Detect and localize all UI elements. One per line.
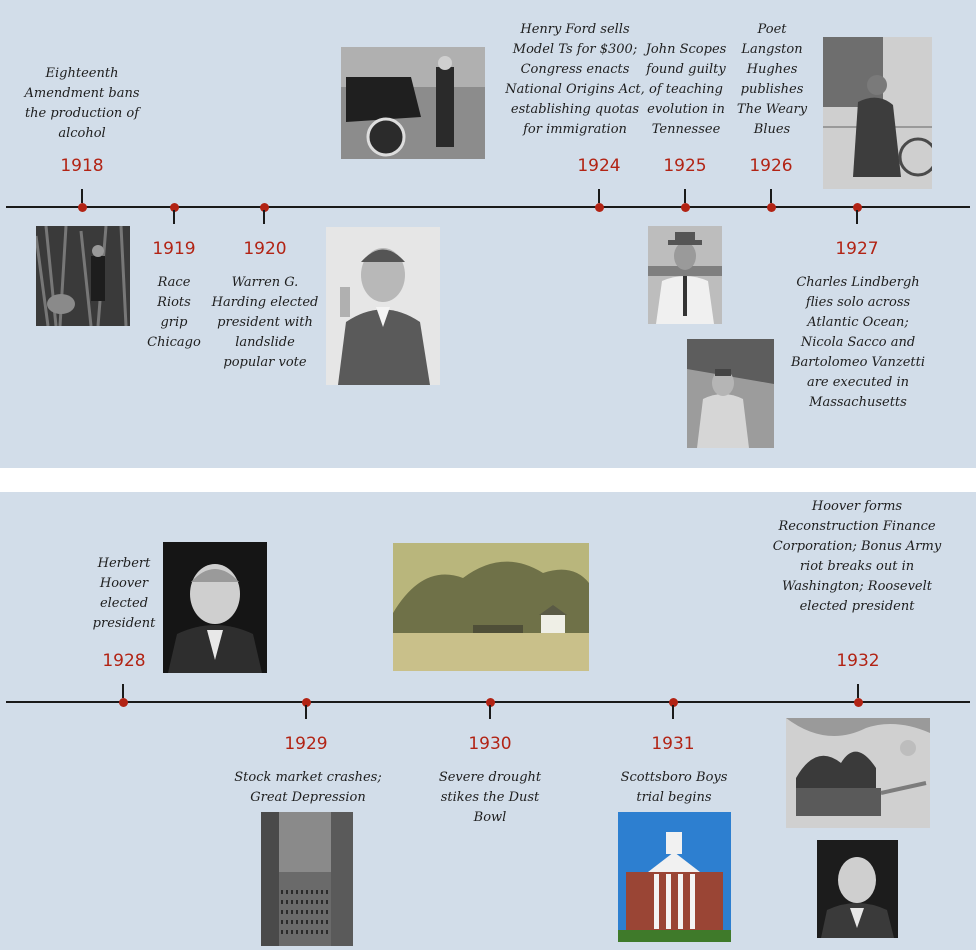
- marker-1924: [595, 203, 604, 212]
- tick-1932: [857, 684, 859, 698]
- year-1920: 1920: [243, 239, 287, 259]
- year-1918: 1918: [60, 156, 104, 176]
- year-1919: 1919: [152, 239, 196, 259]
- year-1924: 1924: [577, 156, 621, 176]
- photo-henry-ford-model-t: [341, 47, 485, 159]
- marker-1926: [767, 203, 776, 212]
- photo-bonus-army-fire: [786, 718, 930, 828]
- event-1920: Warren G. Harding elected president with…: [211, 275, 319, 370]
- event-1929: Stock market crashes; Great Depression: [234, 770, 382, 805]
- event-1918: Eighteenth Amendment bans the production…: [24, 66, 140, 141]
- photo-john-scopes: [648, 226, 722, 324]
- tick-1924: [598, 189, 600, 203]
- tick-1929: [305, 705, 307, 719]
- year-1931: 1931: [651, 734, 695, 754]
- photo-herbert-hoover: [163, 542, 267, 673]
- timeline-axis: [6, 206, 970, 208]
- year-1925: 1925: [663, 156, 707, 176]
- year-1926: 1926: [749, 156, 793, 176]
- marker-1925: [681, 203, 690, 212]
- year-1930: 1930: [468, 734, 512, 754]
- marker-1919: [170, 203, 179, 212]
- timeline-panel-1918-1927: Eighteenth Amendment bans the production…: [0, 0, 976, 468]
- tick-1926: [770, 189, 772, 203]
- tick-1925: [684, 189, 686, 203]
- marker-1931: [669, 698, 678, 707]
- photo-langston-hughes: [823, 37, 932, 189]
- timeline-panel-1928-1932: Herbert Hoover elected president 1928 19…: [0, 492, 976, 950]
- marker-1929: [302, 698, 311, 707]
- event-1924: Henry Ford sells Model Ts for $300; Cong…: [505, 22, 645, 137]
- tick-1920: [263, 210, 265, 224]
- tick-1918: [81, 189, 83, 203]
- event-1926: Poet Langston Hughes publishes The Weary…: [736, 22, 808, 137]
- tick-1928: [122, 684, 124, 698]
- tick-1927: [856, 210, 858, 224]
- year-1932: 1932: [836, 651, 880, 671]
- marker-1930: [486, 698, 495, 707]
- marker-1918: [78, 203, 87, 212]
- event-1930: Severe drought stikes the Dust Bowl: [438, 770, 542, 825]
- photo-scottsboro-courthouse: [618, 812, 731, 942]
- tick-1931: [672, 705, 674, 719]
- year-1928: 1928: [102, 651, 146, 671]
- year-1929: 1929: [284, 734, 328, 754]
- event-1932: Hoover forms Reconstruction Finance Corp…: [772, 499, 942, 614]
- event-1925: John Scopes found guilty of teaching evo…: [645, 42, 727, 137]
- event-1931: Scottsboro Boys trial begins: [620, 770, 728, 805]
- photo-dust-bowl-storm: [393, 543, 589, 671]
- event-1927: Charles Lindbergh flies solo across Atla…: [791, 275, 925, 410]
- tick-1919: [173, 210, 175, 224]
- marker-1932: [854, 698, 863, 707]
- photo-franklin-roosevelt: [817, 840, 898, 938]
- photo-warren-harding: [326, 227, 440, 385]
- tick-1930: [489, 705, 491, 719]
- marker-1928: [119, 698, 128, 707]
- marker-1927: [853, 203, 862, 212]
- event-1928: Herbert Hoover elected president: [92, 556, 156, 631]
- photo-alcohol-raid: [36, 226, 130, 326]
- marker-1920: [260, 203, 269, 212]
- year-1927: 1927: [835, 239, 879, 259]
- event-1919: Race Riots grip Chicago: [147, 275, 201, 350]
- photo-stock-market-crowd: [261, 812, 353, 946]
- photo-charles-lindbergh: [687, 339, 774, 448]
